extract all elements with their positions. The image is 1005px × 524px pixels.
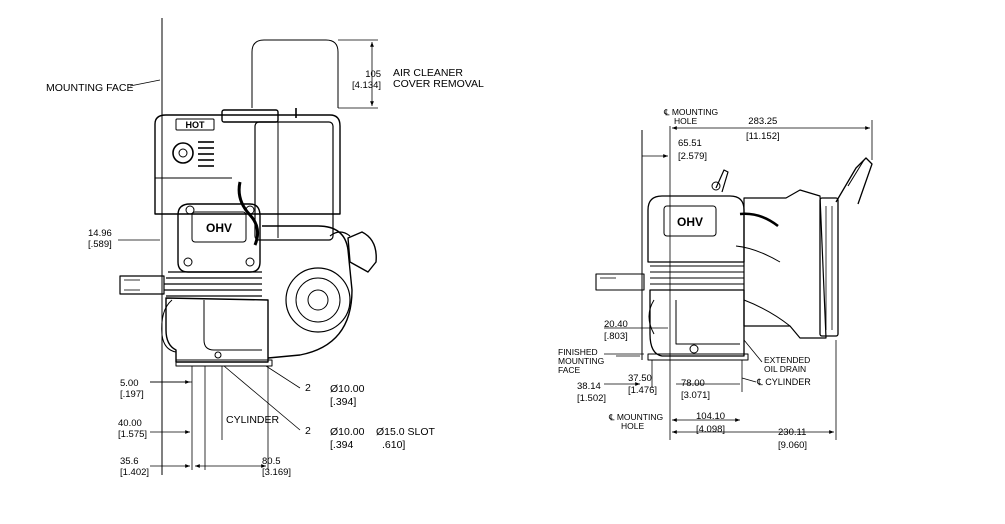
dim-104-10-mm: 104.10 — [696, 411, 726, 422]
mounting-hole-top-line1: ℄ MOUNTING — [664, 107, 719, 117]
extended-oil-drain-label: EXTENDED OIL DRAIN — [764, 356, 810, 374]
dim-37-50-in: [1.476] — [628, 385, 658, 396]
dim-78-00-mm: 78.00 — [681, 378, 705, 389]
dim-5-00: 5.00 [.197] — [120, 378, 144, 400]
dim-35-6-mm: 35.6 — [120, 456, 139, 467]
air-cleaner-in: [4.134] — [352, 80, 382, 91]
dim-65-51-in: [2.579] — [678, 151, 708, 162]
dim-38-14: 38.14 [1.502] — [577, 381, 606, 405]
dim-40-00-mm: 40.00 — [118, 418, 142, 429]
hole-note-2-slot-block: Ø15.0 SLOT .610] — [376, 426, 435, 452]
dim-40-00-in: [1.575] — [118, 429, 148, 440]
mounting-hole-bottom-line2: HOLE — [621, 421, 645, 431]
hole-note-2-in2: .610] — [382, 439, 406, 451]
finished-mounting-face-label: FINISHED MOUNTING FACE — [558, 348, 604, 375]
hole-note-2-dia-block: Ø10.00 [.394 — [330, 426, 364, 452]
hole-note-1-dia: Ø10.00 — [330, 383, 365, 395]
dim-283-25-in: [11.152] — [746, 131, 780, 142]
dim-35-6-in: [1.402] — [120, 467, 150, 478]
dim-35-6: 35.6 [1.402] — [120, 456, 149, 478]
extended-oil-line1: EXTENDED — [764, 355, 811, 365]
right-engine-side-view — [595, 130, 873, 361]
hole-note-1: Ø10.00 [.394] — [330, 383, 364, 409]
left-engine-front-view — [119, 18, 377, 475]
dim-5-00-in: [.197] — [120, 389, 144, 400]
dim-14-96: 14.96 [.589] — [88, 228, 112, 250]
dim-78-00-in: [3.071] — [681, 390, 711, 401]
dim-65-51: 65.51 [2.579] — [678, 137, 707, 163]
dim-78-00: 78.00 [3.071] — [681, 378, 710, 402]
dim-283-25: 283.25 [11.152] — [746, 116, 780, 142]
left-hot-label: HOT — [186, 120, 206, 130]
hole-note-1-count: 2 — [305, 382, 311, 394]
dim-37-50-mm: 37.50 — [628, 373, 652, 384]
dim-283-25-mm: 283.25 — [748, 116, 778, 127]
right-dimension-lines — [604, 120, 873, 440]
dim-38-14-in: [1.502] — [577, 393, 607, 404]
mounting-hole-bottom-label: ℄ MOUNTING HOLE — [609, 413, 663, 431]
dim-230-11-mm: 230.11 — [778, 427, 807, 438]
dim-20-40-in: [.803] — [604, 331, 628, 342]
hole-note-2-count: 2 — [305, 425, 311, 437]
air-cleaner-line2: COVER REMOVAL — [393, 78, 484, 90]
air-cleaner-dimension: 105 [4.134] — [352, 69, 381, 91]
air-cleaner-note: AIR CLEANER COVER REMOVAL — [393, 68, 484, 90]
dim-80-5-mm: 80.5 — [262, 456, 281, 467]
finished-face-line1: FINISHED — [558, 347, 598, 357]
dim-65-51-mm: 65.51 — [678, 138, 702, 149]
finished-face-line2: MOUNTING — [558, 356, 605, 366]
dim-230-11-in: [9.060] — [778, 440, 808, 451]
dim-38-14-mm: 38.14 — [577, 381, 601, 392]
dim-37-50: 37.50 [1.476] — [628, 373, 657, 397]
left-ohv-logo: OHV — [206, 221, 232, 235]
dim-20-40-mm: 20.40 — [604, 319, 628, 330]
finished-face-line3: FACE — [558, 365, 581, 375]
hole-note-2-dia: Ø10.00 — [330, 426, 365, 438]
air-cleaner-mm: 105 — [365, 69, 382, 80]
dim-40-00: 40.00 [1.575] — [118, 418, 147, 440]
air-cleaner-line1: AIR CLEANER — [393, 67, 464, 79]
mounting-face-label: MOUNTING FACE — [46, 82, 134, 94]
right-cylinder-label: ℄ CYLINDER — [757, 377, 811, 387]
mounting-hole-top-label: ℄ MOUNTING HOLE — [664, 108, 718, 126]
mounting-hole-bottom-line1: ℄ MOUNTING — [609, 412, 664, 422]
dim-5-00-mm: 5.00 — [120, 378, 139, 389]
dim-104-10-in: [4.098] — [696, 424, 726, 435]
dim-20-40: 20.40 [.803] — [604, 319, 628, 343]
mounting-hole-top-line2: HOLE — [674, 116, 698, 126]
dim-104-10: 104.10 [4.098] — [696, 410, 725, 436]
extended-oil-line2: OIL DRAIN — [764, 364, 807, 374]
dim-80-5-in: [3.169] — [262, 467, 292, 478]
left-cylinder-label: CYLINDER — [226, 414, 280, 426]
hole-note-2-in: [.394 — [330, 439, 354, 451]
dim-80-5: 80.5 [3.169] — [262, 456, 291, 478]
hole-note-1-in: [.394] — [330, 396, 357, 408]
dim-14-96-in: [.589] — [88, 239, 112, 250]
left-dimension-lines — [118, 39, 378, 470]
dim-230-11: 230.11 [9.060] — [778, 426, 807, 452]
hole-note-2-slot: Ø15.0 SLOT — [376, 426, 435, 438]
dim-14-96-mm: 14.96 — [88, 228, 112, 239]
right-ohv-logo: OHV — [677, 215, 703, 229]
